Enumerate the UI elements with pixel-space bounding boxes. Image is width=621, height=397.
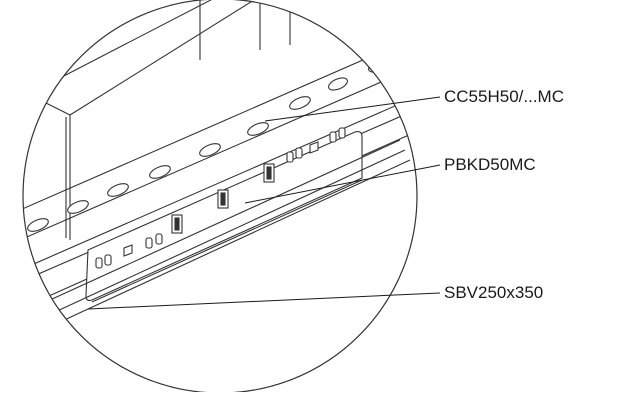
leader-line-sbv [87, 292, 441, 310]
leader-line-pbkd [244, 164, 441, 204]
tray-assembly [23, 0, 417, 323]
back-wall [23, 0, 291, 240]
callout-label-cc55h50: CC55H50/...MC [444, 87, 564, 106]
connector-plate [85, 127, 363, 303]
callout-label-pbkd50mc: PBKD50MC [444, 155, 536, 174]
callout-label-sbv250x350: SBV250x350 [444, 283, 544, 302]
leader-lines [87, 96, 441, 310]
leader-line-cc55 [264, 96, 441, 122]
